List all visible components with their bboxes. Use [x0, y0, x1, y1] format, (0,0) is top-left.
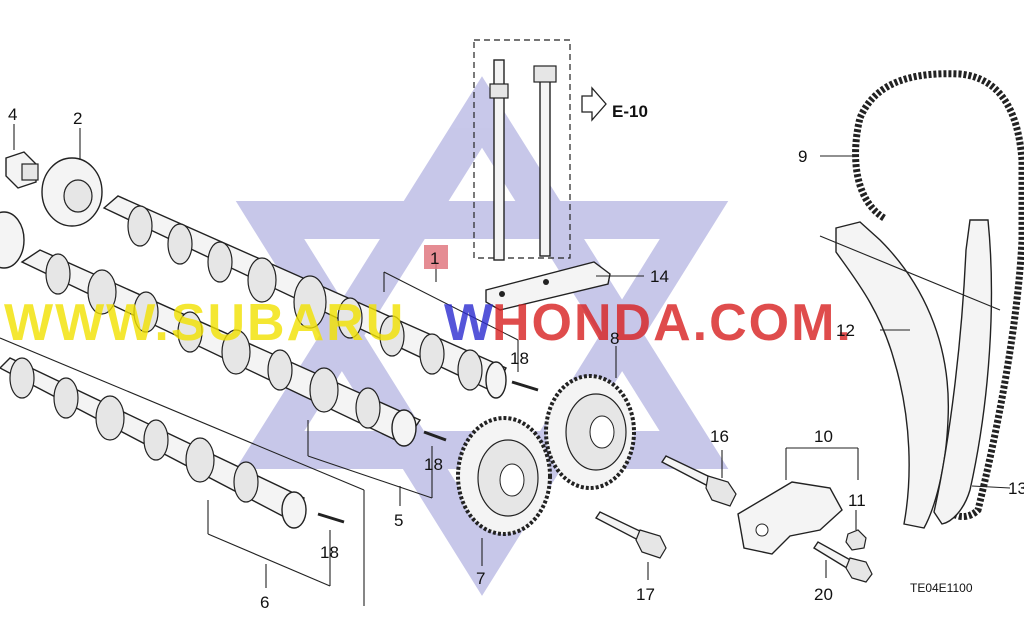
- callouts: 1 2 4 5 6 7 8 9 10 11 12 13 14 16 17 18 …: [8, 105, 1024, 612]
- drawing-code: TE04E1100: [910, 581, 973, 595]
- watermark-mid: W: [444, 294, 495, 352]
- callout-18-middle[interactable]: 18: [424, 455, 443, 474]
- watermark-text: WWW.SUBARU W HONDA.COM.: [4, 294, 853, 352]
- callout-18-lower[interactable]: 18: [320, 543, 339, 562]
- callout-4[interactable]: 4: [8, 105, 17, 124]
- bolt-17: [594, 511, 667, 559]
- callout-8[interactable]: 8: [610, 329, 619, 348]
- callout-5[interactable]: 5: [394, 511, 403, 530]
- callout-6[interactable]: 6: [260, 593, 269, 612]
- vtc-actuator-8: [544, 374, 636, 490]
- highlight-box-1: [424, 245, 448, 269]
- callout-20[interactable]: 20: [814, 585, 833, 604]
- dowel-pin-middle: [423, 430, 447, 442]
- ref-arrow: E-10: [581, 86, 648, 122]
- callout-9[interactable]: 9: [798, 147, 807, 166]
- bolt-11: [845, 529, 867, 551]
- sprocket-7: [456, 416, 552, 536]
- callout-10[interactable]: 10: [814, 427, 833, 446]
- callout-11[interactable]: 11: [848, 491, 866, 510]
- dowel-pin-upper: [511, 380, 539, 392]
- callout-16[interactable]: 16: [710, 427, 729, 446]
- camshaft-middle: [20, 249, 422, 447]
- ref-label: E-10: [612, 102, 648, 121]
- watermark-right: HONDA.COM.: [492, 294, 853, 352]
- bolt-16: [660, 455, 737, 507]
- callout-1[interactable]: 1: [430, 249, 439, 268]
- long-bolt-right: [539, 69, 551, 257]
- chain-guide-12: [835, 221, 950, 529]
- pulley-left-edge: [0, 211, 25, 269]
- watermark-left: WWW.SUBARU: [4, 294, 405, 352]
- callout-2[interactable]: 2: [73, 109, 82, 128]
- chain-guide-13: [933, 219, 993, 525]
- bolt-20: [813, 541, 873, 583]
- plate-2: [41, 157, 103, 227]
- callout-12[interactable]: 12: [836, 321, 855, 340]
- bolt-4: [5, 151, 39, 189]
- dowel-pin-lower: [317, 512, 345, 524]
- timing-chain-9: [852, 70, 1024, 520]
- callout-18-upper[interactable]: 18: [510, 349, 529, 368]
- callout-7[interactable]: 7: [476, 569, 485, 588]
- long-bolt-left: [493, 59, 505, 261]
- callout-17[interactable]: 17: [636, 585, 655, 604]
- callout-13[interactable]: 13: [1008, 479, 1024, 498]
- leader-lines: [0, 124, 1011, 606]
- callout-14[interactable]: 14: [650, 267, 669, 286]
- camshaft-lower: [0, 357, 307, 529]
- dowel-pins: [317, 380, 539, 524]
- tensioner-10: [737, 481, 843, 555]
- ref-bolt-box: [473, 39, 571, 261]
- camshaft-upper: [102, 195, 507, 399]
- cam-holder-14: [485, 261, 611, 311]
